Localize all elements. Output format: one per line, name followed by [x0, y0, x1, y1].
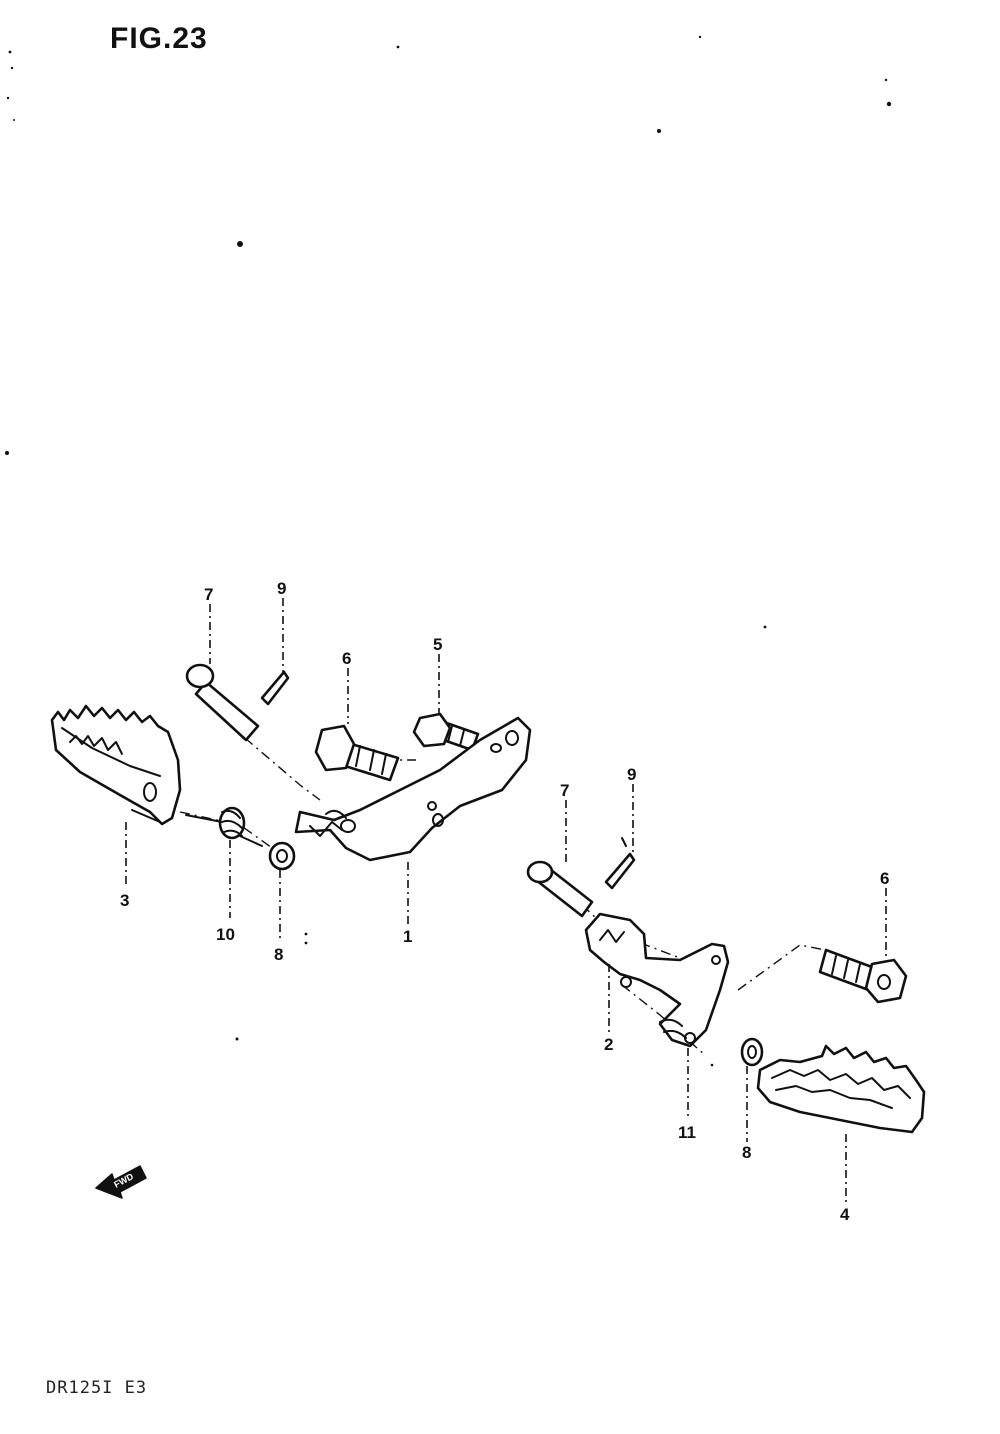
- callout-8-right: 8: [742, 1143, 751, 1162]
- callout-2: 2: [604, 1035, 613, 1054]
- callout-4: 4: [840, 1205, 850, 1224]
- bolt-5-part: [412, 712, 480, 752]
- spring-right-part: [659, 1018, 687, 1039]
- callout-6-right: 6: [880, 869, 889, 888]
- callout-9-right: 9: [627, 765, 636, 784]
- pin-left-part: [185, 663, 260, 742]
- cotter-pin-right-part: [604, 837, 636, 890]
- footrest-left-part: [50, 704, 182, 826]
- callout-7-right: 7: [560, 781, 569, 800]
- bracket-part: [294, 716, 532, 862]
- callout-8-left: 8: [274, 945, 283, 964]
- scan-specks: [5, 35, 892, 1067]
- callout-10: 10: [216, 925, 235, 944]
- cotter-pin-left-part: [260, 670, 290, 706]
- bolt-left-part: [314, 724, 400, 782]
- bolt-right-part: [818, 948, 908, 1004]
- callout-11: 11: [678, 1123, 696, 1142]
- washer-right-part: [740, 1037, 764, 1067]
- model-code: DR125I E3: [46, 1378, 148, 1398]
- figure-title: FIG.23: [110, 22, 208, 55]
- spring-part: [185, 806, 263, 847]
- callout-3: 3: [120, 891, 129, 910]
- callout-9-left: 9: [277, 579, 286, 598]
- bracket-right-part: [584, 912, 730, 1048]
- pin-right-part: [526, 860, 594, 918]
- footrest-right-part: [756, 1044, 926, 1134]
- callout-5: 5: [433, 635, 442, 654]
- washer-left-part: [268, 841, 296, 871]
- callout-leaders: [125, 598, 887, 1204]
- callout-1: 1: [403, 927, 412, 946]
- fwd-arrow-icon: FWD: [95, 1165, 147, 1199]
- callout-6-left: 6: [342, 649, 351, 668]
- callout-labels: 7 9 6 5 3 10 8 1 7 9 6 2 11 8 4: [120, 579, 889, 1224]
- callout-7-left: 7: [204, 585, 213, 604]
